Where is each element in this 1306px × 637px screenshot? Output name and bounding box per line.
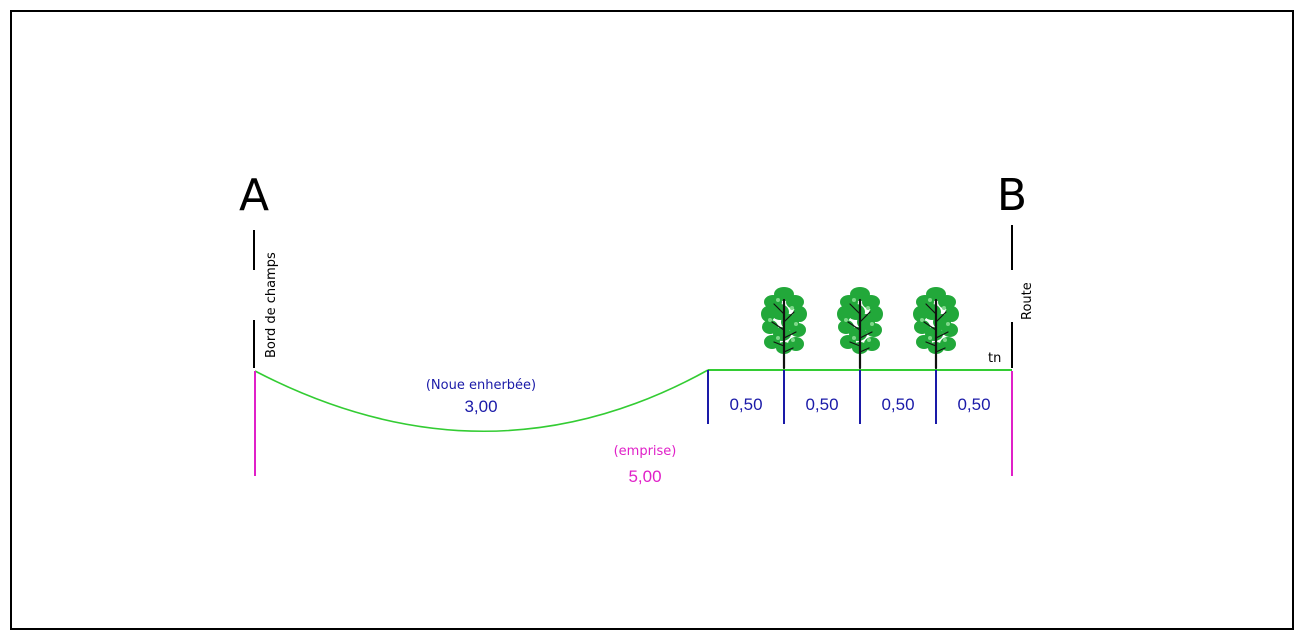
noue-profile-curve <box>254 369 709 432</box>
noue-label: (Noue enherbée) <box>426 378 536 393</box>
tree-icon <box>759 285 809 370</box>
left-edge-label: Bord de champs <box>264 252 279 358</box>
drawing-frame <box>10 10 1294 630</box>
tree-icon <box>835 285 885 370</box>
spacing-label-3: 0,50 <box>881 395 914 414</box>
spacing-label-1: 0,50 <box>729 395 762 414</box>
spacing-label-4: 0,50 <box>957 395 990 414</box>
emprise-width: 5,00 <box>628 467 661 486</box>
spacing-label-2: 0,50 <box>805 395 838 414</box>
section-marker-b: B <box>997 170 1027 221</box>
tree-icon <box>911 285 961 370</box>
noue-width: 3,00 <box>464 397 497 416</box>
emprise-label: (emprise) <box>614 444 677 459</box>
ground-label: tn <box>988 351 1001 366</box>
section-marker-a: A <box>239 170 269 221</box>
right-edge-label: Route <box>1020 282 1035 320</box>
